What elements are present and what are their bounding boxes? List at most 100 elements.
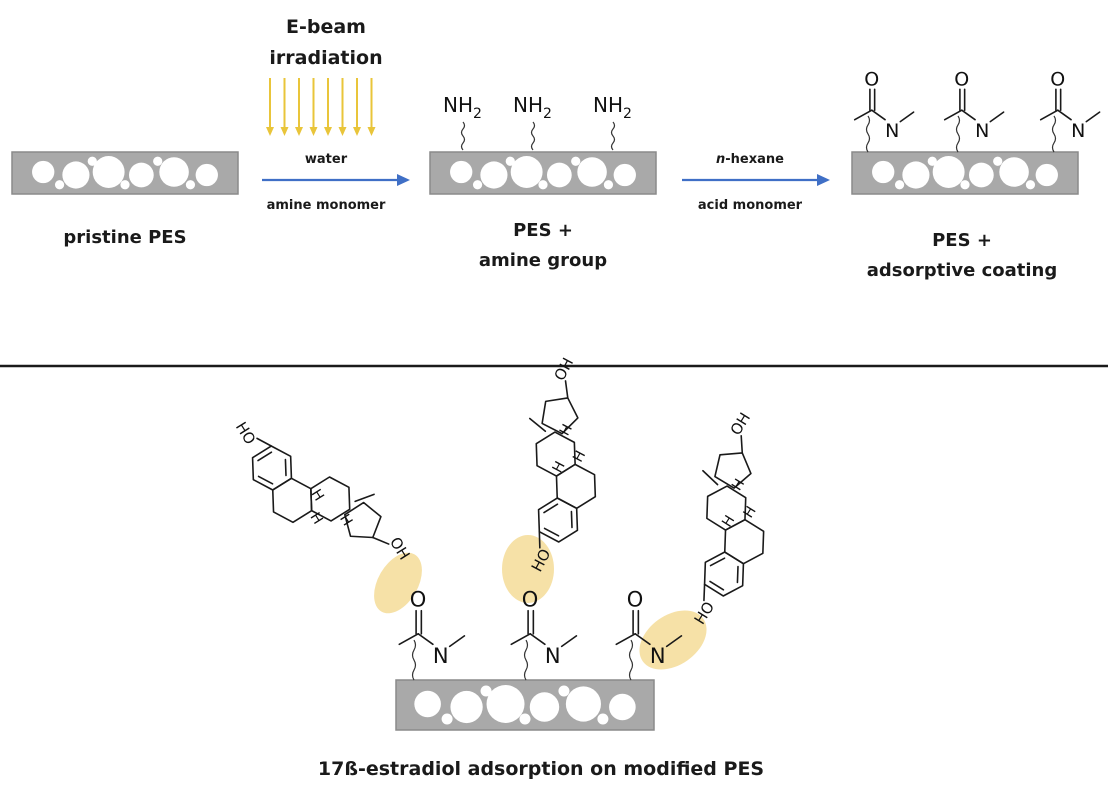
oh-bond bbox=[564, 380, 569, 399]
stereo-h-label: H bbox=[570, 448, 589, 465]
cn-bond bbox=[1057, 109, 1072, 121]
wavy-linker bbox=[865, 115, 871, 153]
wavy-linker bbox=[530, 121, 536, 151]
ring-c bbox=[535, 431, 576, 477]
pore bbox=[159, 157, 189, 187]
pore bbox=[92, 156, 125, 188]
pore bbox=[538, 180, 548, 190]
hydroxyl-17-label: OH bbox=[727, 409, 755, 438]
pore bbox=[450, 160, 473, 184]
irradiation-label-line2: irradiation bbox=[269, 47, 382, 69]
caption-amine-line2: amine group bbox=[479, 250, 607, 271]
membrane-amine bbox=[429, 151, 657, 195]
cn-bond bbox=[870, 109, 886, 121]
pore bbox=[153, 156, 163, 166]
ring-c bbox=[310, 476, 351, 522]
methyl-bond bbox=[853, 109, 873, 121]
caption-amine-line1: PES + bbox=[513, 220, 573, 241]
ebeam-ray-head bbox=[309, 127, 318, 136]
caption-coated-line1: PES + bbox=[932, 230, 992, 251]
pore bbox=[872, 160, 895, 184]
wavy-linker bbox=[1051, 115, 1057, 153]
step2-condition-acid-monomer: acid monomer bbox=[698, 198, 803, 213]
highlight-n-right bbox=[639, 610, 707, 670]
ebeam-ray-head bbox=[338, 127, 347, 136]
pore bbox=[609, 693, 636, 721]
ebeam-ray-head bbox=[324, 127, 332, 136]
nh2-label: NH2 bbox=[513, 93, 552, 122]
ring-d bbox=[541, 397, 579, 435]
irradiation-label-line1: E-beam bbox=[286, 16, 366, 38]
ring-a bbox=[251, 445, 293, 491]
methyl-bond bbox=[615, 632, 637, 646]
stereo-h-label: H bbox=[557, 422, 576, 439]
nh2-label: NH2 bbox=[443, 93, 482, 122]
pore bbox=[480, 161, 508, 189]
pore bbox=[546, 162, 572, 188]
hydroxyl-17-label: OH bbox=[550, 355, 577, 384]
pore bbox=[414, 690, 441, 718]
pore bbox=[62, 161, 90, 189]
pore bbox=[510, 156, 543, 188]
amide-nitrogen: N bbox=[545, 644, 561, 668]
n-methyl-bond bbox=[1085, 111, 1101, 123]
carbonyl-oxygen: O bbox=[522, 588, 539, 612]
carbonyl-oxygen: O bbox=[627, 588, 644, 612]
amide-nitrogen: N bbox=[1071, 120, 1085, 142]
angular-methyl bbox=[702, 469, 719, 486]
methyl-bond bbox=[510, 632, 532, 646]
oh-bond bbox=[740, 434, 744, 454]
aromatic-bond bbox=[736, 565, 739, 584]
pore bbox=[577, 157, 607, 187]
n-methyl-bond bbox=[899, 111, 915, 123]
carbonyl-oxygen: O bbox=[1050, 69, 1065, 91]
pore bbox=[120, 180, 130, 190]
pore bbox=[87, 156, 97, 166]
highlight-oh-left bbox=[374, 552, 422, 614]
pore bbox=[472, 180, 483, 190]
methyl-bond bbox=[943, 109, 963, 121]
membrane-pristine bbox=[11, 151, 239, 195]
pore bbox=[128, 162, 154, 188]
pore bbox=[529, 692, 560, 722]
angular-methyl bbox=[528, 417, 547, 433]
pore bbox=[1025, 180, 1036, 190]
pore bbox=[505, 156, 515, 166]
stereo-h-label: H bbox=[336, 512, 355, 529]
step2-condition-hexane: n-hexane bbox=[716, 152, 784, 167]
cn-bond bbox=[634, 632, 651, 646]
amide-nitrogen: N bbox=[975, 120, 989, 142]
cn-bond bbox=[960, 109, 976, 121]
stereo-h-label: H bbox=[741, 504, 760, 521]
pore bbox=[558, 685, 570, 697]
step1-condition-amine-monomer: amine monomer bbox=[267, 198, 386, 213]
pore bbox=[597, 713, 609, 725]
amide-nitrogen: N bbox=[885, 120, 899, 142]
pore bbox=[480, 685, 492, 697]
pore bbox=[450, 690, 483, 724]
pore bbox=[968, 162, 994, 188]
pore bbox=[894, 180, 905, 190]
pore bbox=[486, 685, 525, 723]
ebeam-ray-head bbox=[295, 127, 303, 136]
membrane-bottom bbox=[395, 679, 655, 731]
wavy-linker bbox=[628, 639, 634, 681]
aromatic-bond bbox=[257, 475, 274, 485]
wavy-linker bbox=[460, 121, 466, 151]
aromatic-bond bbox=[543, 503, 559, 514]
pore bbox=[613, 163, 636, 187]
aromatic-bond bbox=[709, 557, 726, 567]
carbonyl-oxygen: O bbox=[410, 588, 427, 612]
caption-coated-line2: adsorptive coating bbox=[867, 260, 1058, 281]
ebeam-ray-head bbox=[353, 127, 361, 136]
membrane-coated bbox=[851, 151, 1079, 195]
pore bbox=[565, 686, 601, 722]
aromatic-bond bbox=[257, 451, 273, 462]
carbonyl-oxygen: O bbox=[954, 69, 969, 91]
n-methyl-bond bbox=[448, 635, 466, 648]
oh-bond bbox=[372, 536, 390, 545]
ring-d bbox=[344, 501, 382, 539]
